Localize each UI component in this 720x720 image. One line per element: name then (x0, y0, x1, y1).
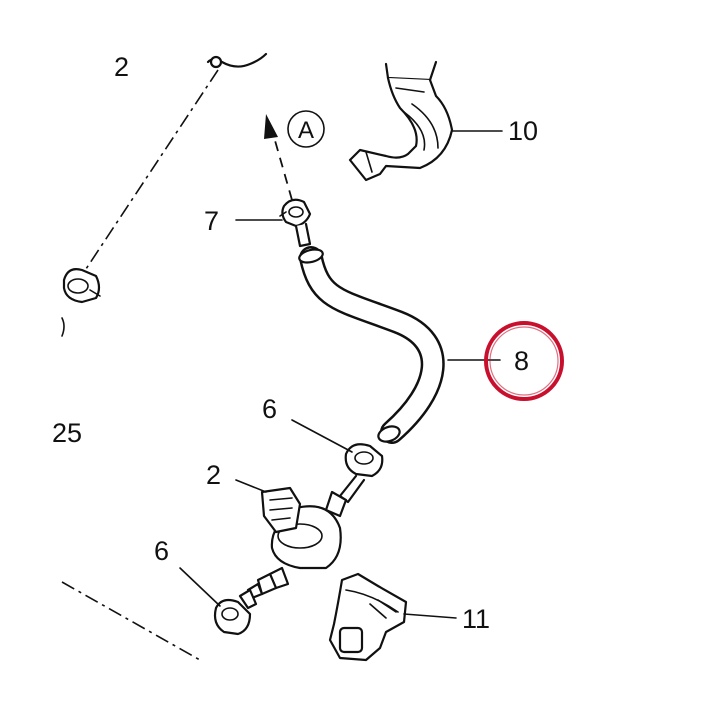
callout-6-lower: 6 (154, 536, 169, 566)
stem-upper (294, 222, 312, 248)
callout-8: 8 (514, 346, 529, 376)
bracket-11 (328, 572, 408, 662)
reference-a-label: A (298, 117, 314, 144)
callout-25-edge: 25 (52, 418, 82, 448)
leader-6-middle (291, 419, 353, 453)
arrow-shaft-to-a (271, 129, 293, 201)
callout-10: 10 (508, 116, 538, 146)
leader-2-valve (235, 479, 267, 493)
dashdot-line-bottom (61, 581, 201, 661)
highlight-ring (484, 321, 564, 401)
clamp-left-partial (61, 268, 101, 337)
reference-a-circle (287, 110, 325, 148)
callout-7: 7 (204, 206, 219, 236)
clamp-7 (279, 198, 312, 228)
callout-2-valve: 2 (206, 460, 221, 490)
callout-6-middle: 6 (262, 394, 277, 424)
leader-11 (403, 613, 457, 619)
hose-8 (298, 246, 445, 444)
arrow-head-up (264, 114, 278, 139)
partial-component-top (206, 52, 268, 69)
bracket-10 (348, 60, 454, 182)
clamp-6-middle (344, 443, 384, 478)
dashdot-line-left (81, 69, 219, 276)
callout-11: 11 (462, 604, 490, 634)
leader-6-lower (179, 567, 221, 607)
callout-2-top-left: 2 (114, 52, 129, 82)
clamp-6-lower (213, 588, 258, 636)
valve-2 (246, 486, 348, 600)
highlight-ring-inner (489, 326, 559, 396)
